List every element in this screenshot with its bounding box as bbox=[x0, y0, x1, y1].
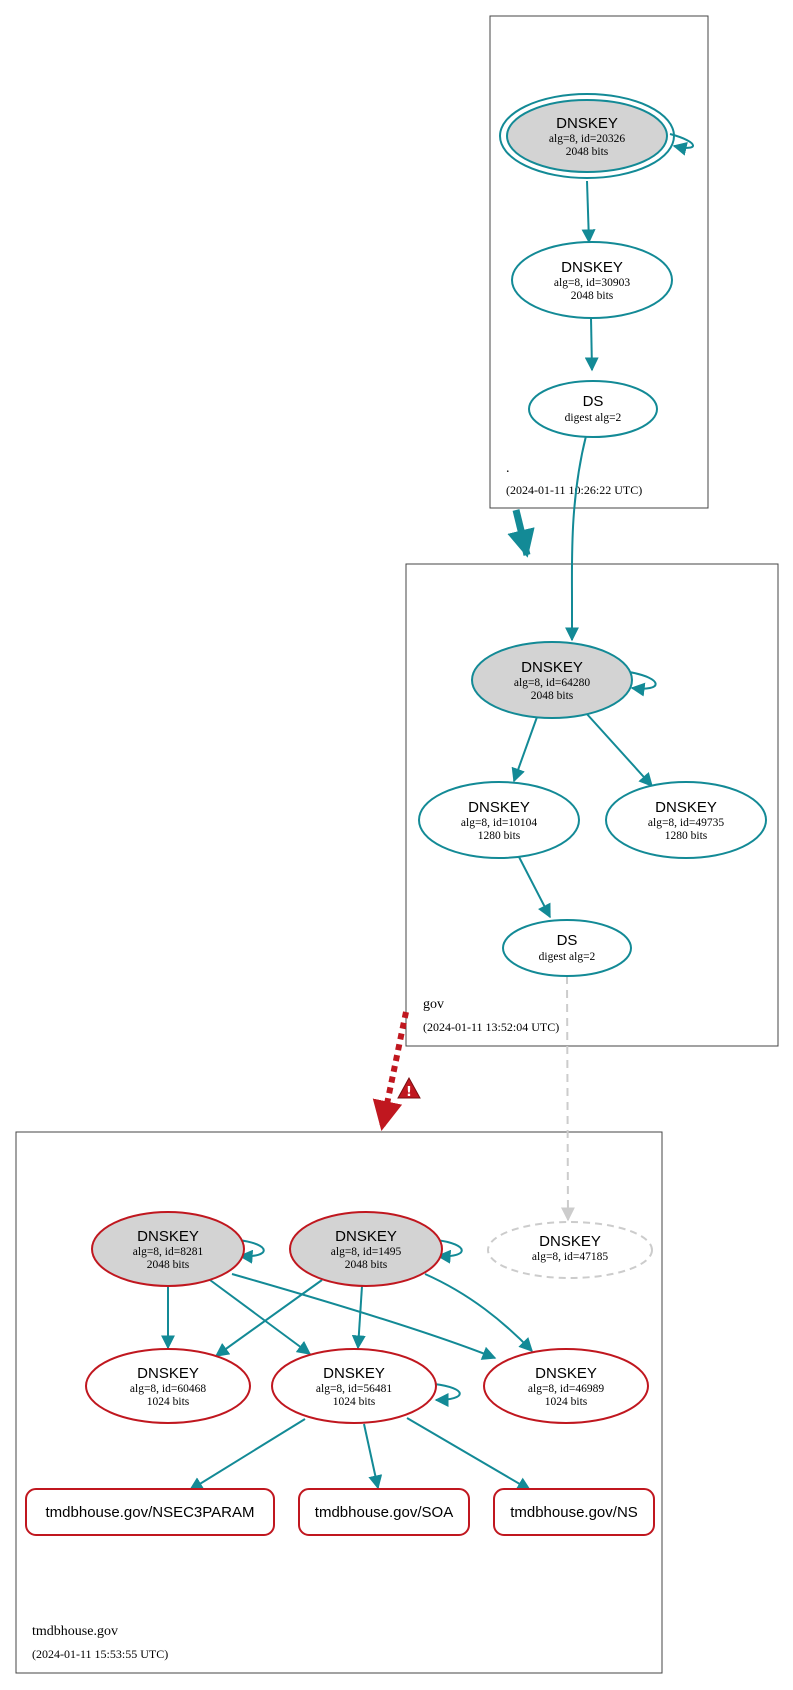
node-line1: alg=8, id=46989 bbox=[528, 1383, 604, 1395]
edges-gov bbox=[511, 671, 657, 919]
node-title: DS bbox=[583, 393, 604, 410]
node-line1: alg=8, id=56481 bbox=[316, 1383, 392, 1395]
edge-tm-ksk1-zsk2 bbox=[209, 1279, 312, 1355]
edge-root-zsk-ds bbox=[584, 317, 599, 372]
node-title: DNSKEY bbox=[535, 1365, 597, 1382]
edge-tm-zsk2-nsec3param bbox=[188, 1418, 306, 1491]
node-line1: alg=8, id=64280 bbox=[514, 677, 590, 689]
node-tm-ksk-1495[interactable]: DNSKEY alg=8, id=1495 2048 bits bbox=[289, 1211, 443, 1287]
edge-tm-zsk2-ns bbox=[406, 1417, 532, 1491]
node-title: DNSKEY bbox=[323, 1365, 385, 1382]
rrset-label: tmdbhouse.gov/SOA bbox=[315, 1504, 453, 1521]
zone-root-name: . bbox=[506, 461, 510, 476]
zone-tmdbhouse: tmdbhouse.gov (2024-01-11 15:53:55 UTC) bbox=[15, 1131, 663, 1674]
edge-tm-ksk1-zsk3 bbox=[231, 1273, 497, 1360]
delegation-gov-tmdbhouse bbox=[372, 1011, 409, 1131]
node-line1: alg=8, id=49735 bbox=[648, 817, 724, 829]
node-title: DNSKEY bbox=[468, 799, 530, 816]
node-line1: alg=8, id=10104 bbox=[461, 817, 537, 829]
node-tm-ksk-8281[interactable]: DNSKEY alg=8, id=8281 2048 bits bbox=[91, 1211, 245, 1287]
node-tm-zsk-56481[interactable]: DNSKEY alg=8, id=56481 1024 bits bbox=[271, 1348, 437, 1424]
zone-gov-name: gov bbox=[423, 997, 444, 1012]
node-line2: 1024 bits bbox=[333, 1396, 376, 1408]
node-line2: 2048 bits bbox=[571, 290, 614, 302]
node-title: DNSKEY bbox=[556, 115, 618, 132]
node-line1: alg=8, id=8281 bbox=[133, 1246, 204, 1258]
node-line2: 2048 bits bbox=[345, 1259, 388, 1271]
zone-root-box bbox=[489, 15, 709, 509]
node-title: DNSKEY bbox=[539, 1233, 601, 1250]
node-title: DNSKEY bbox=[335, 1228, 397, 1245]
node-line2: 1280 bits bbox=[665, 830, 708, 842]
zone-tmdbhouse-name: tmdbhouse.gov bbox=[32, 1624, 118, 1639]
edge-gov-ksk-zsk1 bbox=[511, 716, 538, 783]
zone-gov: gov (2024-01-11 13:52:04 UTC) bbox=[405, 563, 779, 1047]
edge-gov-ksk-zsk2 bbox=[585, 712, 653, 788]
node-line1: digest alg=2 bbox=[565, 412, 622, 424]
warning-icon[interactable]: ! bbox=[397, 1076, 421, 1100]
node-root-ds[interactable]: DS digest alg=2 bbox=[528, 380, 658, 438]
edge-root-ds-gov-ksk bbox=[565, 435, 587, 642]
node-line1: alg=8, id=20326 bbox=[549, 133, 625, 145]
node-title: DNSKEY bbox=[655, 799, 717, 816]
edge-tm-zsk2-self bbox=[433, 1383, 461, 1407]
node-line1: alg=8, id=60468 bbox=[130, 1383, 206, 1395]
node-tm-missing-key-47185[interactable]: DNSKEY alg=8, id=47185 bbox=[487, 1221, 653, 1279]
edge-tm-ksk2-zsk1 bbox=[214, 1279, 323, 1357]
zone-tmdbhouse-box bbox=[15, 1131, 663, 1674]
rrset-nsec3param[interactable]: tmdbhouse.gov/NSEC3PARAM bbox=[25, 1488, 275, 1536]
node-line2: 2048 bits bbox=[531, 690, 574, 702]
node-line2: 1280 bits bbox=[478, 830, 521, 842]
node-line1: alg=8, id=30903 bbox=[554, 277, 630, 289]
node-gov-zsk-10104[interactable]: DNSKEY alg=8, id=10104 1280 bits bbox=[418, 781, 580, 859]
node-title: DNSKEY bbox=[137, 1365, 199, 1382]
edge-gov-ksk-self bbox=[628, 671, 657, 697]
zone-root-date: (2024-01-11 10:26:22 UTC) bbox=[506, 483, 642, 497]
edge-gov-zsk1-ds bbox=[517, 854, 551, 919]
node-title: DNSKEY bbox=[521, 659, 583, 676]
edge-tm-ksk1-self bbox=[237, 1239, 265, 1264]
zone-root: . (2024-01-11 10:26:22 UTC) bbox=[489, 15, 709, 509]
node-root-ksk[interactable]: DNSKEY alg=8, id=20326 2048 bits bbox=[499, 93, 675, 179]
edges-root bbox=[565, 133, 694, 642]
node-line1: alg=8, id=1495 bbox=[331, 1246, 402, 1258]
node-line2: 2048 bits bbox=[566, 146, 609, 158]
rrset-label: tmdbhouse.gov/NSEC3PARAM bbox=[46, 1504, 255, 1521]
edges-tmdbhouse bbox=[161, 1239, 533, 1491]
node-line2: 1024 bits bbox=[147, 1396, 190, 1408]
node-line2: 1024 bits bbox=[545, 1396, 588, 1408]
zone-tmdbhouse-date: (2024-01-11 15:53:55 UTC) bbox=[32, 1647, 168, 1661]
node-title: DS bbox=[557, 932, 578, 949]
rrset-label: tmdbhouse.gov/NS bbox=[510, 1504, 638, 1521]
node-line1: alg=8, id=47185 bbox=[532, 1251, 608, 1263]
node-gov-ksk[interactable]: DNSKEY alg=8, id=64280 2048 bits bbox=[471, 641, 633, 719]
zone-gov-date: (2024-01-11 13:52:04 UTC) bbox=[423, 1020, 559, 1034]
zone-gov-box bbox=[405, 563, 779, 1047]
node-line1: digest alg=2 bbox=[539, 951, 596, 963]
edge-tm-ksk2-self bbox=[435, 1239, 463, 1264]
edge-tm-zsk2-soa bbox=[363, 1423, 383, 1490]
edge-tm-ksk2-zsk2 bbox=[351, 1285, 366, 1350]
node-tm-zsk-46989[interactable]: DNSKEY alg=8, id=46989 1024 bits bbox=[483, 1348, 649, 1424]
delegation-root-gov bbox=[507, 509, 535, 558]
edge-root-ksk-self bbox=[669, 133, 694, 156]
node-line2: 2048 bits bbox=[147, 1259, 190, 1271]
edge-root-ksk-zsk bbox=[581, 180, 596, 244]
rrset-ns[interactable]: tmdbhouse.gov/NS bbox=[493, 1488, 655, 1536]
node-title: DNSKEY bbox=[137, 1228, 199, 1245]
node-gov-ds[interactable]: DS digest alg=2 bbox=[502, 919, 632, 977]
node-tm-zsk-60468[interactable]: DNSKEY alg=8, id=60468 1024 bits bbox=[85, 1348, 251, 1424]
rrset-soa[interactable]: tmdbhouse.gov/SOA bbox=[298, 1488, 470, 1536]
edge-gov-ds-missing-key bbox=[560, 975, 575, 1222]
node-root-zsk[interactable]: DNSKEY alg=8, id=30903 2048 bits bbox=[511, 241, 673, 319]
node-gov-zsk-49735[interactable]: DNSKEY alg=8, id=49735 1280 bits bbox=[605, 781, 767, 859]
warning-glyph: ! bbox=[406, 1085, 412, 1100]
node-title: DNSKEY bbox=[561, 259, 623, 276]
edge-tm-ksk2-zsk3 bbox=[424, 1273, 533, 1353]
